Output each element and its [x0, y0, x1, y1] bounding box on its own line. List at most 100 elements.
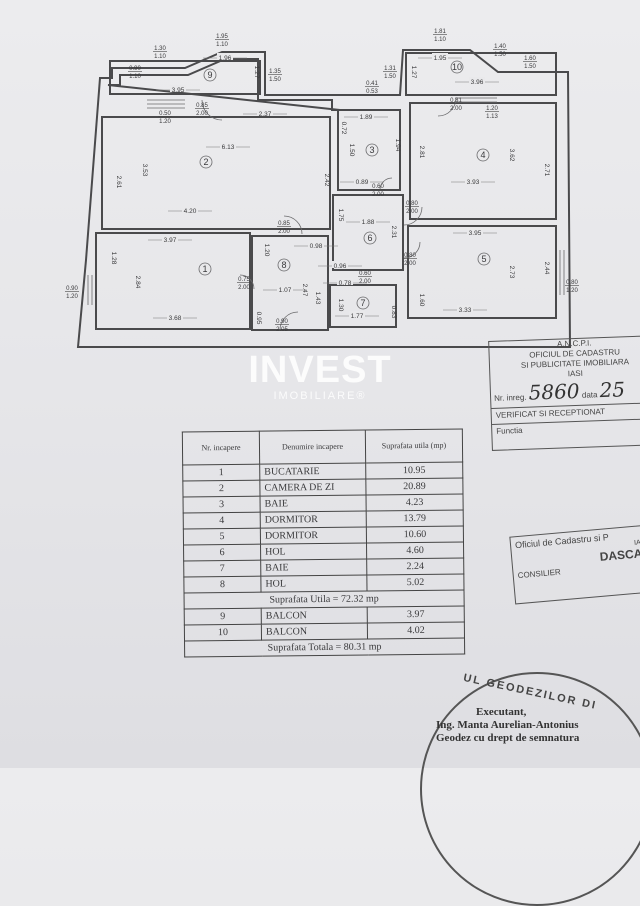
opening-width: 0.60 [359, 271, 371, 277]
stamp-date-label: data [581, 390, 598, 400]
dimension-label: 2.84 [134, 276, 141, 289]
opening-height: 1.50 [269, 77, 281, 83]
room-number: 2 [203, 157, 208, 167]
opening-width: 0.80 [406, 201, 418, 207]
room-area-table: Nr. incapere Denumire incapere Suprafata… [182, 429, 465, 658]
opening-height: 1.50 [494, 52, 506, 58]
stamp-date-value: 25 [599, 377, 626, 403]
dimension-label: 0.83 [390, 306, 397, 319]
cell-area: 10.60 [366, 526, 464, 544]
opening-height: 2.00 [372, 192, 384, 198]
dimension-label: 1.75 [337, 209, 344, 222]
dimension-bg [360, 217, 376, 224]
ancpi-stamp: A.N.C.P.I. OFICIUL DE CADASTRU SI PUBLIC… [488, 335, 640, 451]
opening-height: 1.20 [66, 294, 78, 300]
room-number-circle [198, 262, 212, 276]
room-number-circle [363, 231, 377, 245]
opening-height: 1.20 [159, 119, 171, 125]
cell-name: BAIE [260, 559, 367, 577]
opening-width: 0.80 [566, 280, 578, 286]
cell-name: HOL [260, 543, 367, 561]
cell-nr: 6 [183, 544, 261, 561]
opening-height: 1.13 [486, 114, 498, 120]
opening-height: 1.50 [384, 74, 396, 80]
cell-area: 4.60 [366, 542, 464, 560]
opening-width: 0.85 [278, 221, 290, 227]
dimension-label: 1.30 [337, 299, 344, 312]
dimension-label: 1.95 [434, 55, 447, 62]
room-number: 1 [202, 264, 207, 274]
opening-width: 1.81 [434, 29, 446, 35]
walls [76, 49, 572, 348]
dimension-label: 1.07 [279, 287, 292, 294]
opening-height: 1.10 [216, 42, 228, 48]
dimension-label: 2.31 [390, 226, 397, 239]
dimension-label: 6.13 [222, 144, 235, 151]
dimension-label: 3.33 [459, 307, 472, 314]
dimension-label: 1.20 [263, 244, 270, 257]
dimension-label: 0.98 [310, 243, 323, 250]
room-4-outline [409, 102, 557, 220]
dimension-bg [308, 241, 324, 248]
room-number-circle [277, 258, 291, 272]
cell-nr: 4 [183, 512, 261, 529]
dimension-label: 3.95 [469, 230, 482, 237]
dimension-bg [162, 235, 178, 242]
dimension-label: 1.50 [348, 144, 355, 157]
executant-label: Executant, [476, 706, 527, 718]
room-number-circle [450, 60, 464, 74]
cell-area: 4.23 [366, 494, 464, 512]
room-number: 9 [207, 70, 212, 80]
dimension-label: 3.53 [141, 164, 148, 177]
opening-width: 0.81 [450, 98, 462, 104]
room-5-outline [407, 225, 557, 319]
dimension-label: 2.71 [543, 164, 550, 177]
room-number-circle [476, 148, 490, 162]
opening-width: 1.40 [494, 44, 506, 50]
dimension-bg [469, 77, 485, 84]
window-hatching [87, 97, 565, 305]
opening-width: 1.60 [524, 56, 536, 62]
room-number-circle [199, 155, 213, 169]
cell-area: 2.24 [366, 558, 464, 576]
dimension-label: 0.78 [339, 280, 352, 287]
dimension-bg [170, 85, 186, 92]
dimension-label: 1.27 [410, 66, 417, 79]
cell-nr: 10 [184, 624, 262, 641]
opening-width: 1.35 [269, 69, 281, 75]
cell-area: 10.95 [365, 462, 463, 480]
dimension-label: 3.95 [172, 87, 185, 94]
dimension-label: 1.43 [314, 292, 321, 305]
opening-height: 2.05 [276, 327, 288, 333]
dimension-label: 1.77 [351, 313, 364, 320]
engineer-title: Geodez cu drept de semnatura [436, 732, 580, 744]
room-number: 7 [360, 298, 365, 308]
dimension-bg [467, 228, 483, 235]
opening-width: 1.30 [154, 46, 166, 52]
opening-height: 0.53 [366, 89, 378, 95]
cell-nr: 3 [183, 496, 261, 513]
room-6-outline [332, 194, 404, 271]
opening-width: 0.41 [366, 81, 378, 87]
dimension-label: 2.47 [301, 284, 308, 297]
grand-total: Suprafata Totala = 80.31 mp [184, 638, 465, 657]
cell-name: DORMITOR [260, 511, 367, 529]
outer-wall [76, 49, 572, 348]
dimension-bg [220, 142, 236, 149]
dimension-label: 3.93 [467, 179, 480, 186]
dimension-label: 2.73 [508, 266, 515, 279]
dimension-bg [349, 311, 365, 318]
header-nr: Nr. incapere [182, 431, 260, 465]
watermark-sub: IMOBILIARE® [273, 390, 367, 402]
opening-height: 1.50 [524, 64, 536, 70]
dimension-label: 0.72 [340, 122, 347, 135]
opening-height: 1.20 [566, 288, 578, 294]
dimension-label: 0.95 [255, 312, 262, 325]
room-number: 10 [452, 62, 462, 72]
dimension-label: 3.96 [471, 79, 484, 86]
cell-name: HOL [260, 575, 368, 593]
opening-width: 1.95 [216, 34, 228, 40]
opening-width: 0.85 [196, 103, 208, 109]
cell-area: 20.89 [365, 478, 463, 496]
